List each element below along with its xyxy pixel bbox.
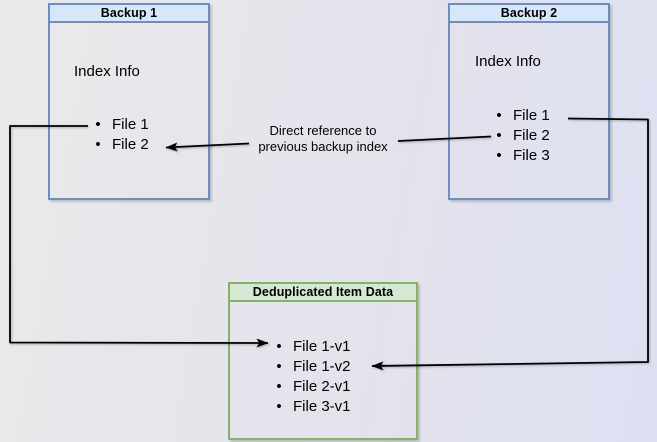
bullet-icon: • bbox=[276, 398, 282, 415]
backup1-file-list: • File 1 • File 2 bbox=[92, 115, 149, 155]
bullet-icon: • bbox=[95, 116, 101, 133]
deduplicated-item-data-node: Deduplicated Item Data • File 1-v1 • Fil… bbox=[228, 282, 418, 440]
list-item: • File 3-v1 bbox=[273, 397, 351, 417]
file-version-entry: File 3-v1 bbox=[293, 398, 351, 415]
bullet-icon: • bbox=[276, 378, 282, 395]
list-item: • File 1-v2 bbox=[273, 357, 351, 377]
list-item: • File 1 bbox=[493, 106, 550, 126]
bullet-icon: • bbox=[496, 147, 502, 164]
file-entry: File 2 bbox=[513, 127, 550, 144]
backup1-node: Backup 1 Index Info • File 1 • File 2 bbox=[48, 3, 210, 200]
list-item: • File 1 bbox=[92, 115, 149, 135]
file-entry: File 3 bbox=[513, 147, 550, 164]
backup2-file-list: • File 1 • File 2 • File 3 bbox=[493, 106, 550, 166]
list-item: • File 1-v1 bbox=[273, 337, 351, 357]
bullet-icon: • bbox=[276, 338, 282, 355]
backup1-index-info-label: Index Info bbox=[74, 63, 140, 80]
file-entry: File 1 bbox=[513, 107, 550, 124]
file-version-entry: File 1-v2 bbox=[293, 358, 351, 375]
file-version-entry: File 1-v1 bbox=[293, 338, 351, 355]
list-item: • File 2 bbox=[92, 135, 149, 155]
file-version-entry: File 2-v1 bbox=[293, 378, 351, 395]
direct-reference-edge-label: Direct reference to previous backup inde… bbox=[233, 123, 413, 155]
backup2-index-info-label: Index Info bbox=[475, 53, 541, 70]
dedup-title: Deduplicated Item Data bbox=[230, 284, 416, 302]
edge-label-line2: previous backup index bbox=[258, 139, 388, 154]
backup2-node: Backup 2 Index Info • File 1 • File 2 • … bbox=[448, 3, 610, 200]
list-item: • File 3 bbox=[493, 146, 550, 166]
list-item: • File 2 bbox=[493, 126, 550, 146]
dedup-file-list: • File 1-v1 • File 1-v2 • File 2-v1 • Fi… bbox=[273, 337, 351, 417]
file-entry: File 1 bbox=[112, 116, 149, 133]
backup1-title: Backup 1 bbox=[50, 5, 208, 23]
list-item: • File 2-v1 bbox=[273, 377, 351, 397]
bullet-icon: • bbox=[95, 136, 101, 153]
edge-label-line1: Direct reference to bbox=[269, 123, 377, 138]
backup2-title: Backup 2 bbox=[450, 5, 608, 23]
bullet-icon: • bbox=[496, 107, 502, 124]
bullet-icon: • bbox=[496, 127, 502, 144]
bullet-icon: • bbox=[276, 358, 282, 375]
file-entry: File 2 bbox=[112, 136, 149, 153]
